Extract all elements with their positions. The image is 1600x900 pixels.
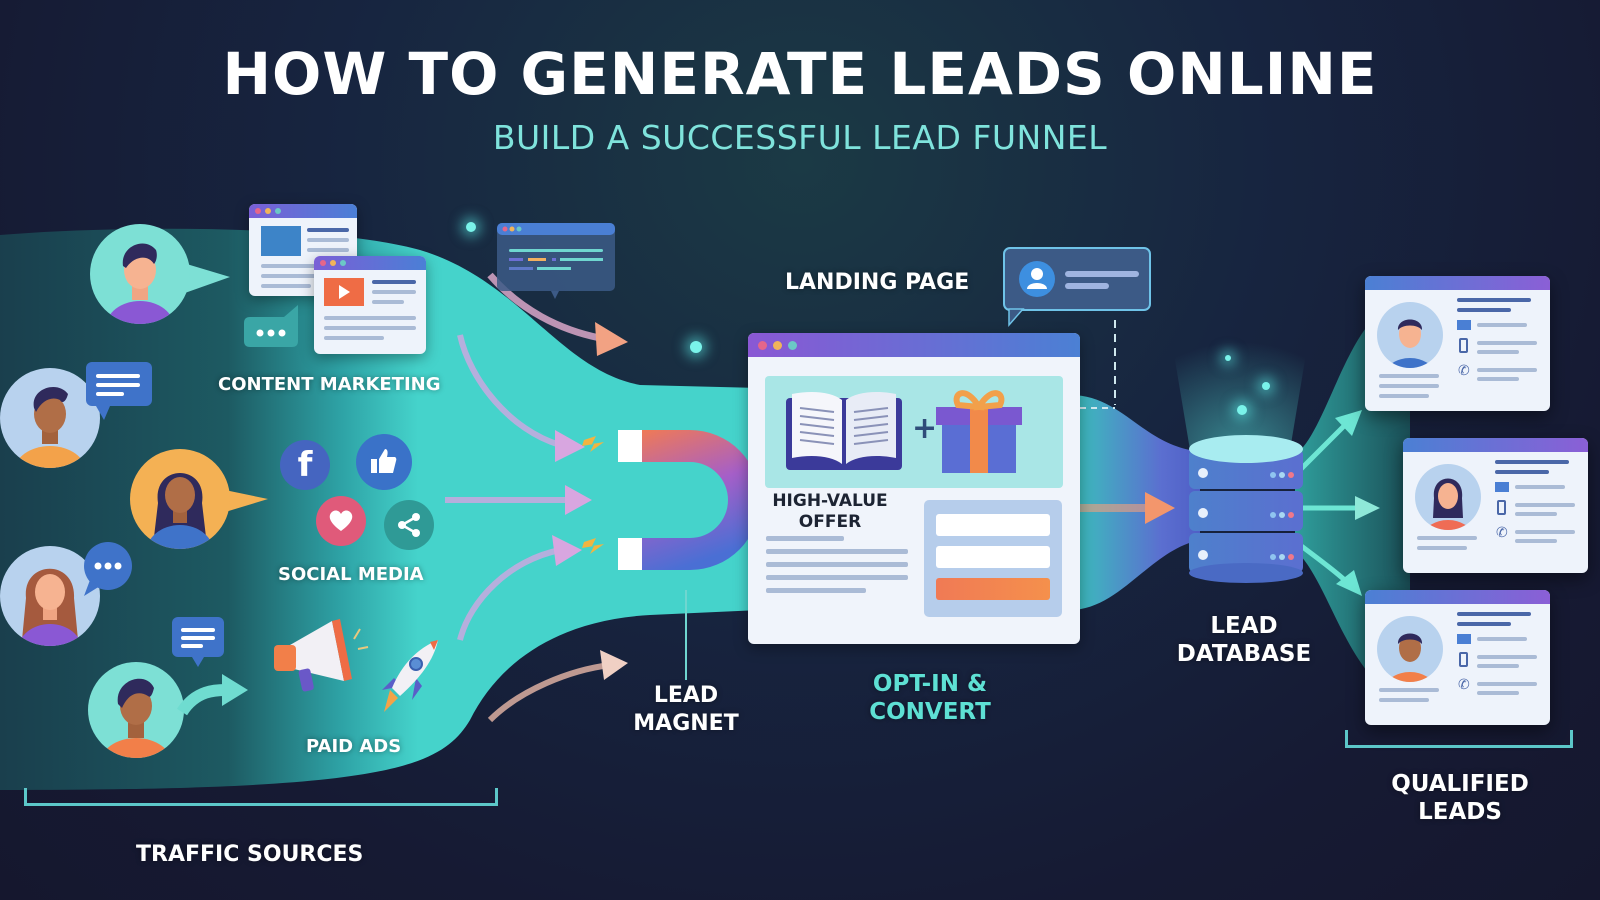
qualified-leads-line2: LEADS [1418,799,1502,825]
lead-database-line1: LEAD [1210,613,1278,639]
social-media-label: SOCIAL MEDIA [278,564,424,585]
opt-in-form [924,500,1062,617]
sparkle-dot [690,341,702,353]
sparkle-dot [1237,405,1247,415]
opt-in-line1: OPT-IN & [872,671,988,697]
lead-database-line2: DATABASE [1176,641,1312,667]
megaphone-icon [274,619,369,692]
lead-magnet-label-line2: MAGNET [633,711,739,736]
person-avatar-icon [88,662,248,758]
mobile-icon [1459,652,1468,667]
plus-icon: + [912,411,938,446]
lead-magnet-label-line1: LEAD [653,683,719,708]
high-value-offer-line2: OFFER [798,512,862,532]
email-icon [1495,482,1509,492]
video-browser-icon [314,256,426,354]
email-icon [1457,634,1471,644]
paid-ads-label: PAID ADS [306,736,402,757]
page-title: HOW TO GENERATE LEADS ONLINE [222,40,1378,108]
phone-icon: ✆ [1458,677,1470,693]
lead-card[interactable]: ✆ [1403,438,1588,573]
lead-card[interactable]: ✆ [1365,276,1550,411]
qualified-leads-bracket [1345,730,1573,748]
sparkle-dot [466,222,476,232]
lead-magnet-label: LEAD MAGNET [624,682,748,738]
opt-in-convert-label: OPT-IN & CONVERT [860,670,1000,726]
opt-in-line2: CONVERT [869,699,991,725]
phone-icon: ✆ [1496,525,1508,541]
lead-database-label: LEAD DATABASE [1164,612,1324,668]
share-icon [384,500,434,550]
traffic-sources-bracket [24,788,498,806]
email-icon [1457,320,1471,330]
rocket-icon [382,640,438,712]
lead-avatar-icon [1377,616,1443,682]
sparkle-dot [1225,355,1231,361]
lead-card[interactable]: ✆ [1365,590,1550,725]
code-window-icon [497,223,615,299]
content-marketing-label: CONTENT MARKETING [218,374,441,395]
high-value-offer-line1: HIGH-VALUE [772,491,888,511]
sparkle-dot [1262,382,1270,390]
high-value-offer-label: HIGH-VALUE OFFER [770,491,890,533]
person-avatar-icon [130,449,268,549]
mobile-icon [1459,338,1468,353]
person-avatar-icon [90,224,230,324]
lead-avatar-icon [1415,464,1481,530]
chat-bubble-icon [172,617,224,667]
traffic-sources-label: TRAFFIC SOURCES [136,842,364,867]
chat-bubble-icon [244,305,298,347]
mobile-icon [1497,500,1506,515]
thumbs-up-icon [356,434,412,490]
heart-icon [316,496,366,546]
email-field[interactable] [936,546,1050,568]
landing-page-label: LANDING PAGE [785,270,970,295]
qualified-leads-label: QUALIFIED LEADS [1380,770,1540,826]
page-subtitle: BUILD A SUCCESSFUL LEAD FUNNEL [492,118,1108,157]
phone-icon: ✆ [1458,363,1470,379]
lead-avatar-icon [1377,302,1443,368]
open-book-icon [786,392,902,470]
facebook-icon: f [280,440,330,490]
name-field[interactable] [936,514,1050,536]
magnet-icon [582,430,760,570]
qualified-leads-line1: QUALIFIED [1391,771,1529,797]
landing-page-browser: + HIGH-VALUE OFFER [748,333,1080,644]
submit-button[interactable] [936,578,1050,600]
profile-card-icon [1003,247,1151,327]
person-avatar-icon [0,542,132,646]
database-icon [1189,435,1303,583]
gift-box-icon [936,390,1022,473]
person-avatar-icon [0,362,152,468]
